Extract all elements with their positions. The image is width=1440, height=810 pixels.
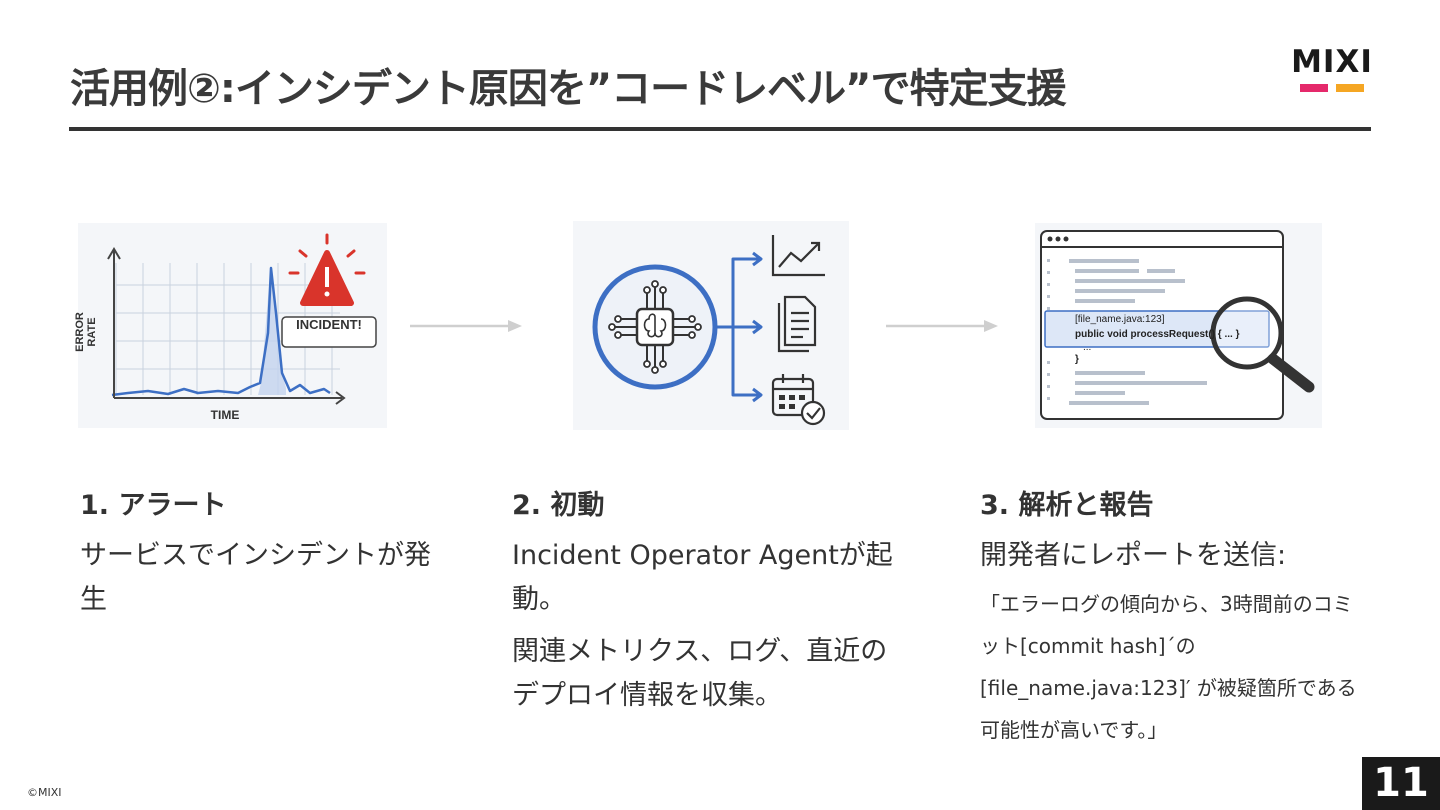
step-2-body-start: Incident Operator Agentが起動。: [512, 540, 893, 615]
step-3-body-report: 開発者にレポートを送信:: [980, 540, 1287, 571]
error-rate-chart-illustration: ERROR RATE TIME INCIDENT!: [74, 223, 387, 428]
step-1-body: サービスでインシデントが発生: [80, 540, 431, 615]
step-3-heading: 3. 解析と報告: [980, 490, 1154, 521]
logo-orange-bar: [1336, 84, 1364, 92]
page-number: 11: [1362, 757, 1440, 810]
code-analysis-illustration: [file_name.java:123] public void process…: [1035, 223, 1322, 428]
step-3-report-quote: 「エラーログの傾向から、3時間前のコミット[commit hash]´の[fil…: [980, 592, 1357, 742]
code-line-method: public void processRequest() { ... }: [1075, 329, 1240, 340]
x-axis-label: TIME: [210, 408, 240, 422]
logo-wordmark: MIXI: [1291, 44, 1373, 80]
flow-arrow-2: [886, 318, 1000, 332]
slide-title: 活用例②:インシデント原因を”コードレベル”で特定支援: [70, 66, 1066, 112]
title-divider: [69, 127, 1371, 131]
copyright: ©MIXI: [27, 786, 62, 799]
agent-collection-illustration: [573, 221, 849, 430]
y-axis-label: ERROR RATE: [74, 312, 98, 352]
code-line-ellipsis: ...: [1083, 342, 1092, 353]
code-line-brace: }: [1075, 354, 1079, 365]
incident-callout: INCIDENT!: [296, 317, 362, 332]
step-2-heading: 2. 初動: [512, 490, 605, 521]
step-2-body-collect: 関連メトリクス、ログ、直近のデプロイ情報を収集。: [512, 636, 888, 711]
flow-arrow-1: [410, 318, 524, 332]
logo-pink-bar: [1300, 84, 1328, 92]
step-1-heading: 1. アラート: [80, 490, 227, 521]
code-line-file: [file_name.java:123]: [1075, 314, 1165, 325]
mixi-logo: MIXI: [1282, 46, 1382, 96]
